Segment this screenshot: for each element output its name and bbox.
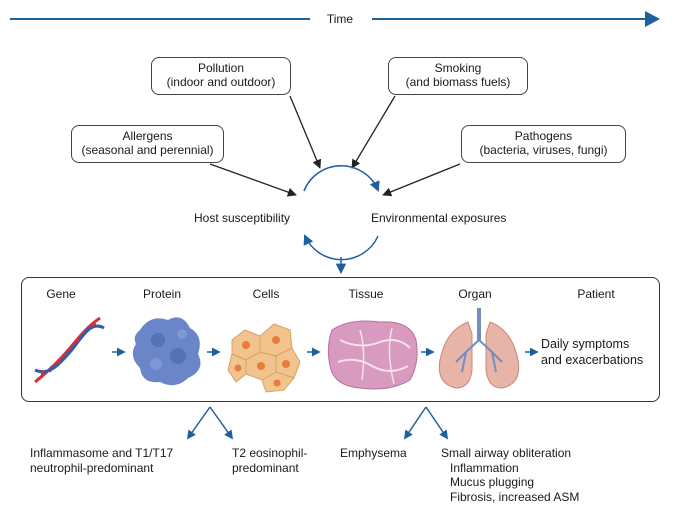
outcome-small-airway: Small airway obliteration Inflammation M… <box>441 446 579 504</box>
outcome-t2-line1: T2 eosinophil- <box>232 446 308 460</box>
protein-icon <box>132 317 201 386</box>
allergens-box: Allergens (seasonal and perennial) <box>71 125 224 163</box>
timeline-arrowhead-icon <box>645 11 660 27</box>
stage-icons <box>34 308 539 393</box>
pathogens-title: Pathogens <box>514 129 573 143</box>
pollution-box: Pollution (indoor and outdoor) <box>151 57 291 95</box>
environmental-exposures-label: Environmental exposures <box>371 211 507 225</box>
stage-label-gene: Gene <box>46 287 76 301</box>
stage-label-tissue: Tissue <box>348 287 384 301</box>
timeline-label: Time <box>326 12 354 26</box>
patient-outcome-text: Daily symptoms and exacerbations <box>541 336 643 368</box>
outcome-small-airway-line4: Fibrosis, increased ASM <box>450 489 580 504</box>
tissue-icon <box>327 320 418 390</box>
stage-label-organ: Organ <box>458 287 492 301</box>
stage-label-patient: Patient <box>577 287 615 301</box>
outcome-t2: T2 eosinophil- predominant <box>232 446 307 475</box>
outcome-small-airway-line2: Inflammation <box>450 460 519 475</box>
allergens-detail: (seasonal and perennial) <box>81 143 214 157</box>
dna-icon <box>34 316 105 384</box>
smoking-title: Smoking <box>434 61 482 75</box>
arrow-pathogens <box>382 163 461 197</box>
host-susceptibility-label: Host susceptibility <box>194 211 291 225</box>
lungs-icon <box>438 308 520 389</box>
smoking-box: Smoking (and biomass fuels) <box>388 57 528 95</box>
pollution-title: Pollution <box>197 61 245 75</box>
arrow-pollution <box>289 95 322 169</box>
smoking-detail: (and biomass fuels) <box>405 75 511 89</box>
outcome-inflammasome-line2: neutrophil-predominant <box>30 460 154 475</box>
arrow-smoking <box>351 95 396 169</box>
outcome-small-airway-line1: Small airway obliteration <box>441 446 572 460</box>
outcome-t2-line2: predominant <box>232 460 299 475</box>
exposure-arrows <box>209 95 461 275</box>
arrow-allergens <box>209 163 297 197</box>
pathogens-box: Pathogens (bacteria, viruses, fungi) <box>461 125 626 163</box>
outcome-inflammasome: Inflammasome and T1/T17 neutrophil-predo… <box>30 446 173 475</box>
outcome-emphysema-line1: Emphysema <box>340 446 407 460</box>
outcome-inflammasome-line1: Inflammasome and T1/T17 <box>30 446 174 460</box>
outcome-small-airway-line3: Mucus plugging <box>450 475 535 489</box>
disease-scale-frame <box>21 277 660 402</box>
branch-arrows <box>186 406 449 440</box>
outcome-emphysema: Emphysema <box>340 446 407 461</box>
pollution-detail: (indoor and outdoor) <box>166 75 276 89</box>
cycle-arc-bottom <box>303 234 379 261</box>
pathogens-detail: (bacteria, viruses, fungi) <box>479 143 608 157</box>
cycle-arc-top <box>303 164 380 192</box>
patient-outcome-line1: Daily symptoms <box>541 337 630 351</box>
allergens-title: Allergens <box>122 129 173 143</box>
stage-label-protein: Protein <box>142 287 182 301</box>
patient-outcome-line2: and exacerbations <box>541 353 644 367</box>
stage-label-cells: Cells <box>252 287 280 301</box>
cells-icon <box>227 323 301 393</box>
timeline <box>10 11 660 27</box>
